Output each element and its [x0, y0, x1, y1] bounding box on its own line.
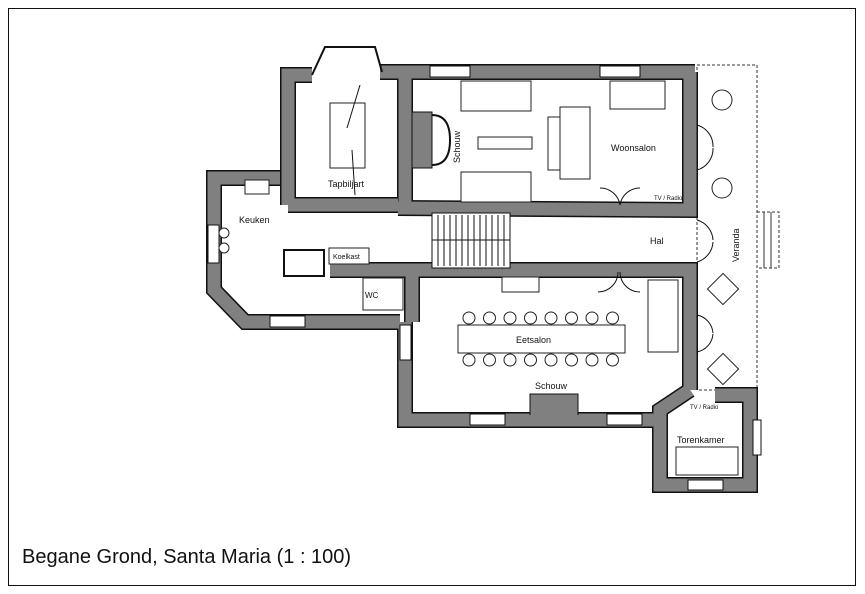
- label-tapbiljart: Tapbiljart: [328, 179, 365, 189]
- label-tv-radio-top: TV / Radio: [654, 196, 683, 202]
- label-hal: Hal: [650, 236, 664, 246]
- label-veranda: Veranda: [731, 228, 741, 262]
- dining-chair: [544, 311, 558, 325]
- dining-chair: [483, 311, 496, 325]
- label-schouw-top: Schouw: [452, 130, 462, 163]
- plan-caption: Begane Grond, Santa Maria (1 : 100): [22, 546, 352, 568]
- label-eetsalon: Eetsalon: [516, 335, 551, 345]
- dining-chair: [606, 311, 619, 325]
- veranda-table: [711, 89, 733, 199]
- dining-chair: [503, 311, 517, 325]
- sofa: [647, 279, 679, 353]
- label-koelkast: Koelkast: [333, 254, 360, 261]
- armchair: [706, 352, 740, 386]
- sofa: [559, 106, 591, 180]
- veranda-outline: [696, 64, 758, 391]
- stove: [244, 179, 270, 195]
- label-woonsalon: Woonsalon: [611, 143, 656, 153]
- label-keuken: Keuken: [239, 215, 270, 225]
- dining-chair: [565, 311, 578, 325]
- furniture: [218, 80, 740, 476]
- sofa: [460, 171, 532, 203]
- sofa: [460, 80, 532, 112]
- doors: [597, 124, 714, 353]
- sofa: [609, 80, 666, 110]
- label-tv-radio-bottom: TV / Radio: [690, 405, 719, 411]
- label-schouw-bottom: Schouw: [535, 381, 568, 391]
- dining-chair: [524, 311, 537, 325]
- drawing-frame: [8, 8, 856, 586]
- dining-chair: [585, 311, 599, 325]
- fridge: [328, 247, 370, 265]
- dining-chair: [606, 353, 619, 367]
- windows: [207, 65, 762, 491]
- coffee-table: [477, 136, 533, 150]
- counter: [283, 249, 325, 277]
- billiard-table: [329, 102, 366, 169]
- sofa: [675, 446, 739, 476]
- walls: [206, 46, 758, 493]
- veranda-steps: [756, 211, 780, 269]
- dining-chair: [544, 353, 558, 367]
- staircase: [431, 212, 511, 269]
- wc-room: [362, 277, 404, 311]
- dining-table: [457, 324, 626, 354]
- dining-chair: [585, 353, 599, 367]
- dining-chair: [462, 353, 476, 367]
- dining-chair: [483, 353, 496, 367]
- dining-chair: [503, 353, 517, 367]
- dining-chair: [524, 353, 537, 367]
- side-table: [547, 116, 561, 171]
- label-torenkamer: Torenkamer: [677, 435, 725, 445]
- label-wc: WC: [365, 291, 379, 300]
- dining-chair: [462, 311, 476, 325]
- dining-chair: [565, 353, 578, 367]
- armchair: [706, 272, 740, 306]
- sideboard: [501, 276, 540, 293]
